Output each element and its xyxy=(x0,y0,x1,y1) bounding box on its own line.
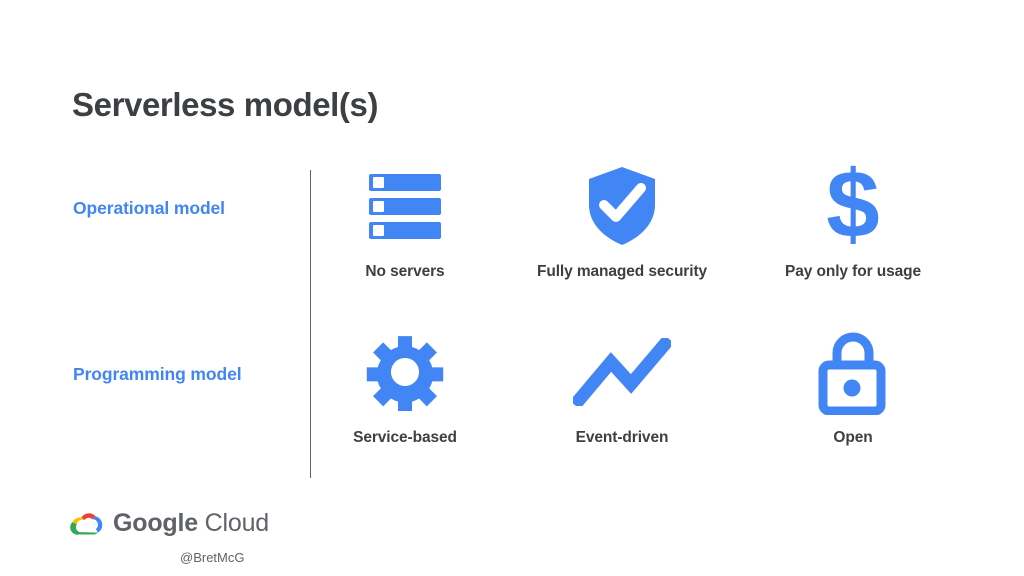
feature-cell-fully-managed-security: Fully managed security xyxy=(517,163,727,281)
shield-check-icon xyxy=(589,167,655,245)
row-label-programming-model: Programming model xyxy=(73,364,242,384)
svg-text:$: $ xyxy=(826,163,879,249)
feature-caption: Service-based xyxy=(353,429,457,446)
vertical-divider xyxy=(310,170,311,478)
open-padlock-icon-wrapper xyxy=(748,329,958,415)
server-rack-bar xyxy=(369,197,441,215)
feature-cell-no-servers: No servers xyxy=(300,163,510,281)
feature-cell-event-driven: Event-driven xyxy=(517,329,727,447)
row-label-operational-model: Operational model xyxy=(73,198,225,218)
feature-caption: Open xyxy=(833,429,873,446)
feature-caption: Fully managed security xyxy=(536,263,708,280)
server-rack-icon xyxy=(369,173,441,239)
shield-check-icon-wrapper xyxy=(517,163,727,249)
page-title: Serverless model(s) xyxy=(72,86,379,123)
open-padlock-icon xyxy=(818,332,886,415)
dollar-sign-icon: $ xyxy=(826,163,879,249)
gear-icon xyxy=(366,336,444,411)
feature-caption: Pay only for usage xyxy=(784,263,922,280)
dollar-sign-icon-wrapper: $ xyxy=(748,163,958,249)
google-cloud-logo: Google Cloud xyxy=(70,508,269,538)
wordmark-cloud: Cloud xyxy=(204,508,270,537)
trend-line-icon xyxy=(573,338,671,406)
feature-cell-open: Open xyxy=(748,329,958,447)
google-cloud-wordmark: Google Cloud xyxy=(113,509,269,538)
feature-cell-pay-only-for-usage: $ Pay only for usage xyxy=(748,163,958,281)
feature-caption: Event-driven xyxy=(575,429,669,446)
server-rack-icon-wrapper xyxy=(300,163,510,249)
server-rack-bar xyxy=(369,221,441,239)
server-rack-bar xyxy=(369,173,441,191)
gear-icon-wrapper xyxy=(300,329,510,415)
google-cloud-logo-icon xyxy=(70,513,103,535)
feature-cell-service-based: Service-based xyxy=(300,329,510,447)
wordmark-google: Google xyxy=(113,508,198,537)
trend-line-icon-wrapper xyxy=(517,329,727,415)
author-handle: @BretMcG xyxy=(180,550,245,565)
feature-caption: No servers xyxy=(365,263,445,280)
